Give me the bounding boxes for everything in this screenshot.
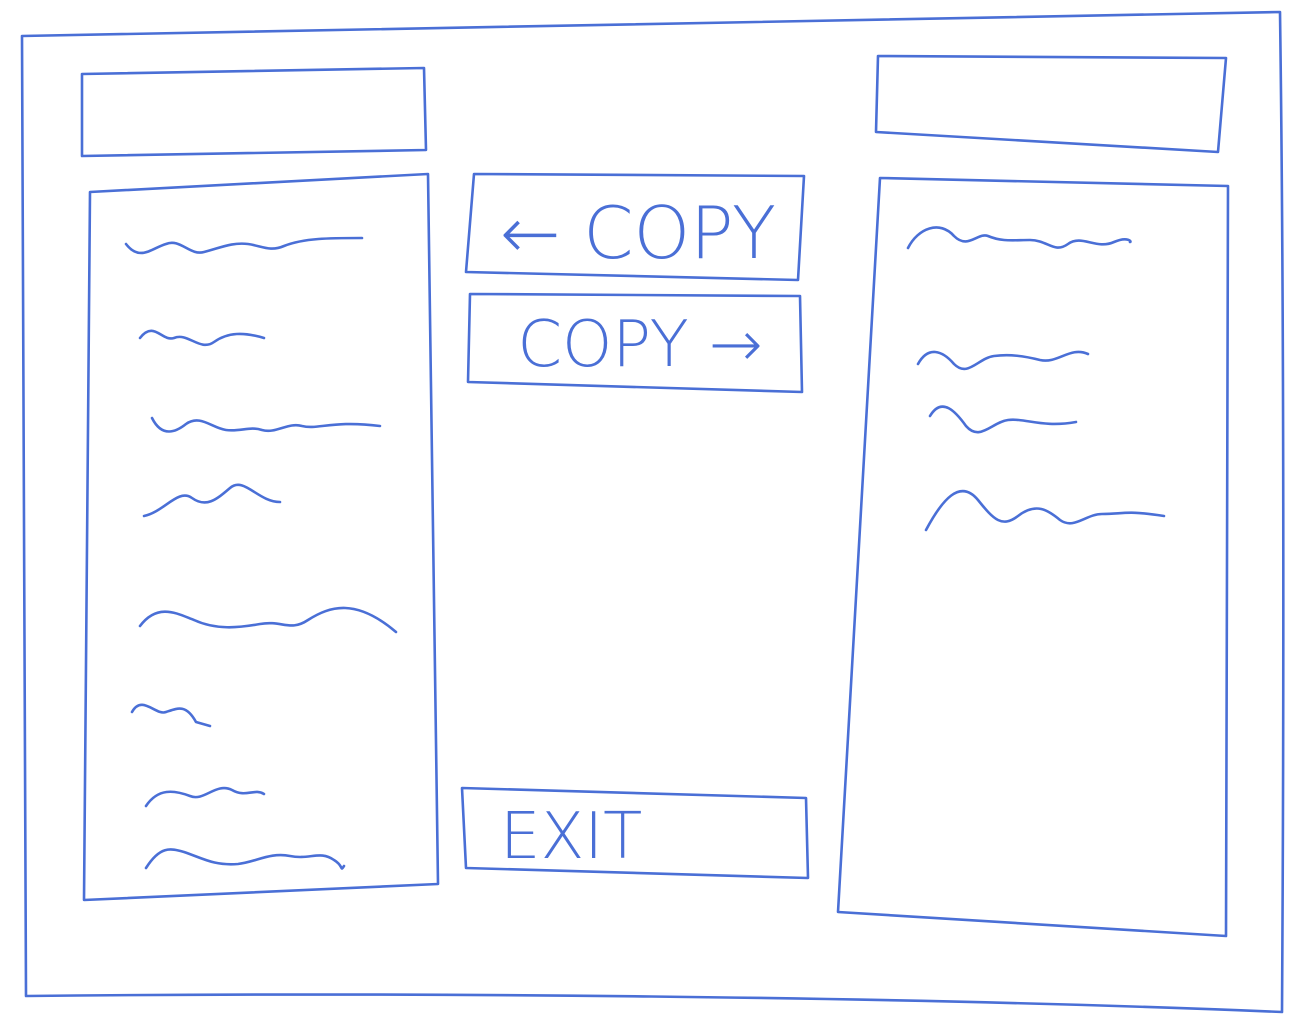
list-item[interactable] [928,405,1078,434]
copy-right-button-box [466,292,804,394]
right-list-box [836,176,1230,938]
list-item[interactable] [144,848,346,870]
list-item[interactable] [130,703,212,728]
list-item[interactable] [916,350,1090,371]
list-item[interactable] [924,489,1166,532]
exit-label: EXIT [500,800,642,874]
list-item[interactable] [124,236,364,255]
exit-button-box [460,786,810,880]
exit-button[interactable]: EXIT [460,786,810,880]
copy-right-label: COPY → [517,308,762,382]
list-item[interactable] [906,226,1132,250]
right-path-input[interactable] [874,54,1228,154]
left-path-input[interactable] [80,66,428,158]
copy-left-label: ← COPY [500,191,776,275]
right-list[interactable] [836,176,1230,938]
list-item[interactable] [138,329,266,347]
list-item[interactable] [142,483,282,518]
left-list[interactable] [82,172,440,902]
list-item[interactable] [150,416,382,433]
copy-to-right-button[interactable]: COPY → [466,292,804,394]
copy-left-button-box [464,172,806,282]
list-item[interactable] [144,786,266,808]
list-item[interactable] [138,606,398,634]
copy-to-left-button[interactable]: ← COPY [464,172,806,282]
left-list-box [82,172,440,902]
